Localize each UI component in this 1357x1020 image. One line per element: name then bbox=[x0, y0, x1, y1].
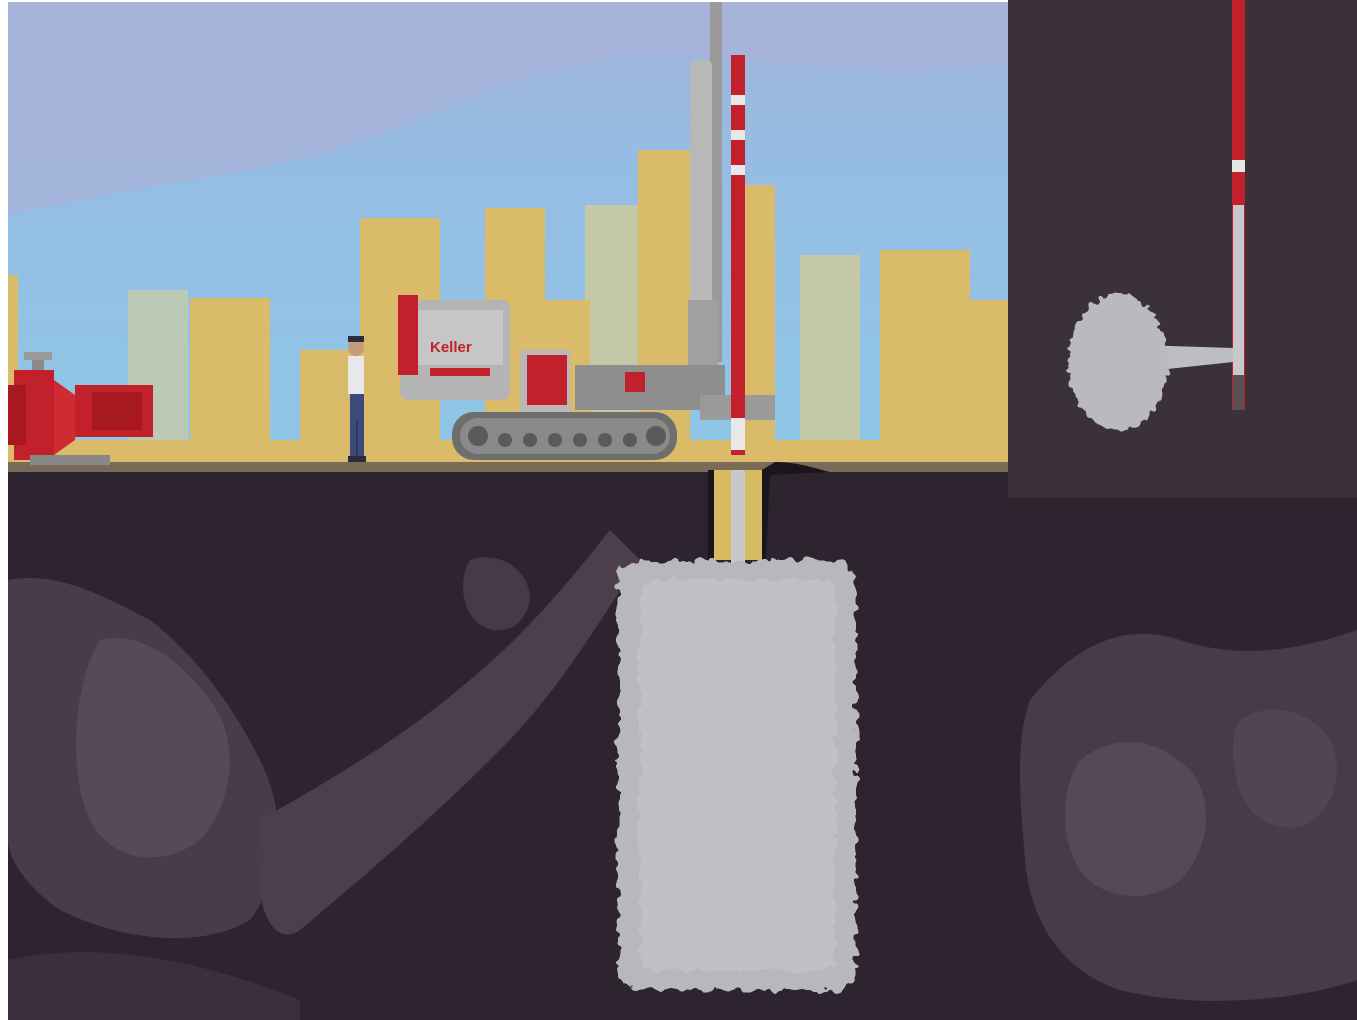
ground-surface bbox=[8, 462, 1008, 472]
grout-column-icon bbox=[618, 560, 856, 990]
rig-logo: Keller bbox=[430, 339, 472, 356]
drill-rod-icon bbox=[731, 55, 745, 455]
inset-jet-detail bbox=[1008, 0, 1357, 498]
